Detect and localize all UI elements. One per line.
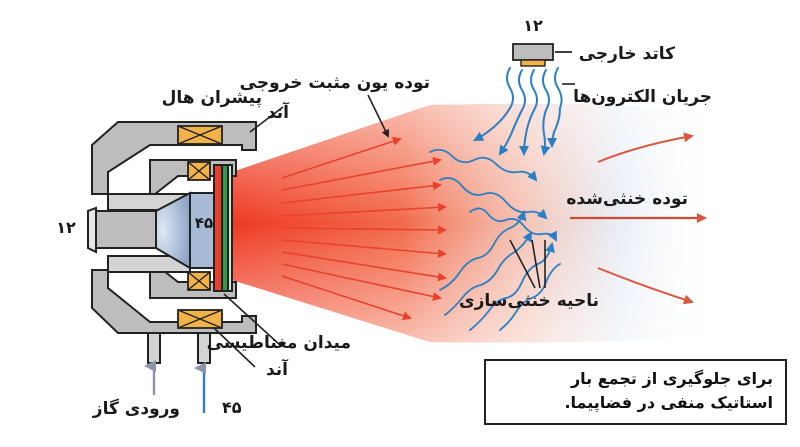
external-cathode (512, 43, 572, 67)
neutralization-zone-label: ناحیه خنثی‌سازی (459, 291, 599, 311)
ion-plume-label: توده یون مثبت خروجی (240, 73, 430, 93)
center-number-label: ۴۵ (195, 214, 213, 232)
gas-inlet-label: ورودی گاز (92, 398, 180, 419)
ion-plume (232, 104, 720, 343)
neutral-arrows (570, 132, 707, 305)
cathode-number-label: ۱۲ (523, 16, 543, 35)
note-box: برای جلوگیری از تجمع بار استاتیک منفی در… (484, 359, 787, 425)
note-line-1: برای جلوگیری از تجمع بار (570, 369, 773, 388)
ion-arrows (281, 136, 447, 321)
leader-lines (213, 83, 575, 368)
external-cathode-label: کاتد خارجی (579, 44, 675, 64)
bottom-number-label: ۴۵ (222, 398, 242, 417)
coil-mid-bottom (187, 271, 211, 291)
anode-top-label: آند (267, 101, 290, 123)
coil-top (177, 125, 223, 145)
magnetic-field-label: میدان مغناطیسی (207, 333, 351, 353)
note-line-2: استاتیک منفی در فضاپیما. (564, 393, 773, 412)
electron-flow (473, 67, 563, 156)
coil-mid-top (187, 161, 211, 181)
neutralized-plume-label: توده خنثی‌شده (566, 189, 688, 209)
magnet-coils (177, 125, 223, 329)
anode-bottom-label: آند (266, 358, 289, 380)
electron-flow-label: جریان الکترون‌ها (573, 87, 712, 107)
thruster-label: پیشران هال (162, 88, 262, 108)
neutralization-waves (429, 148, 561, 331)
thruster-body (87, 121, 257, 334)
left-number-label: ۱۲ (56, 218, 76, 237)
gas-inlets (147, 332, 211, 364)
coil-bottom (177, 309, 223, 329)
